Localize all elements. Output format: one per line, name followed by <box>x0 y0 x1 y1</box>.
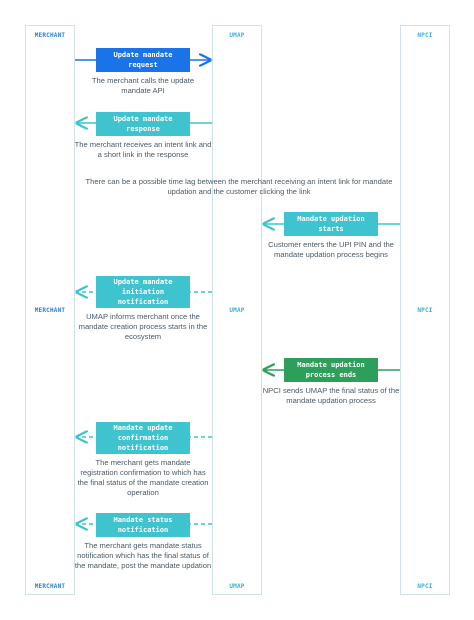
step-update-mandate-request-desc: The merchant calls the update mandate AP… <box>91 76 195 95</box>
npci-label-bottom: NPCI <box>417 583 433 590</box>
step-mandate-updation-process-ends-desc: NPCI sends UMAP the final status of the … <box>262 386 400 405</box>
step-mandate-status-notification: Mandate status notification <box>96 513 190 537</box>
merchant-label-middle: MERCHANT <box>34 307 66 314</box>
step-update-mandate-response: Update mandate response <box>96 112 190 136</box>
step-mandate-updation-process-ends: Mandate updation process ends <box>284 358 378 382</box>
umap-lane <box>212 25 262 595</box>
step-mandate-status-notification-desc: The merchant gets mandate status notific… <box>74 541 212 570</box>
step-confirmation-notification: Mandate update confirmation notification <box>96 422 190 454</box>
step-mandate-updation-starts-desc: Customer enters the UPI PIN and the mand… <box>268 240 394 259</box>
step-mandate-updation-starts: Mandate updation starts <box>284 212 378 236</box>
umap-label-top: UMAP <box>229 32 245 39</box>
step-update-mandate-request: Update mandate request <box>96 48 190 72</box>
merchant-label-top: MERCHANT <box>34 32 66 39</box>
merchant-lane <box>25 25 75 595</box>
umap-label-bottom: UMAP <box>229 583 245 590</box>
step-update-mandate-response-desc: The merchant receives an intent link and… <box>74 140 212 159</box>
npci-lane <box>400 25 450 595</box>
npci-label-top: NPCI <box>417 32 433 39</box>
step-initiation-notification: Update mandate initiation notification <box>96 276 190 308</box>
step-initiation-notification-desc: UMAP informs merchant once the mandate c… <box>78 312 208 341</box>
merchant-label-bottom: MERCHANT <box>34 583 66 590</box>
npci-label-middle: NPCI <box>417 307 433 314</box>
step-confirmation-notification-desc: The merchant gets mandate registration c… <box>77 458 209 497</box>
umap-label-middle: UMAP <box>229 307 245 314</box>
time-lag-note: There can be a possible time lag between… <box>85 177 393 196</box>
